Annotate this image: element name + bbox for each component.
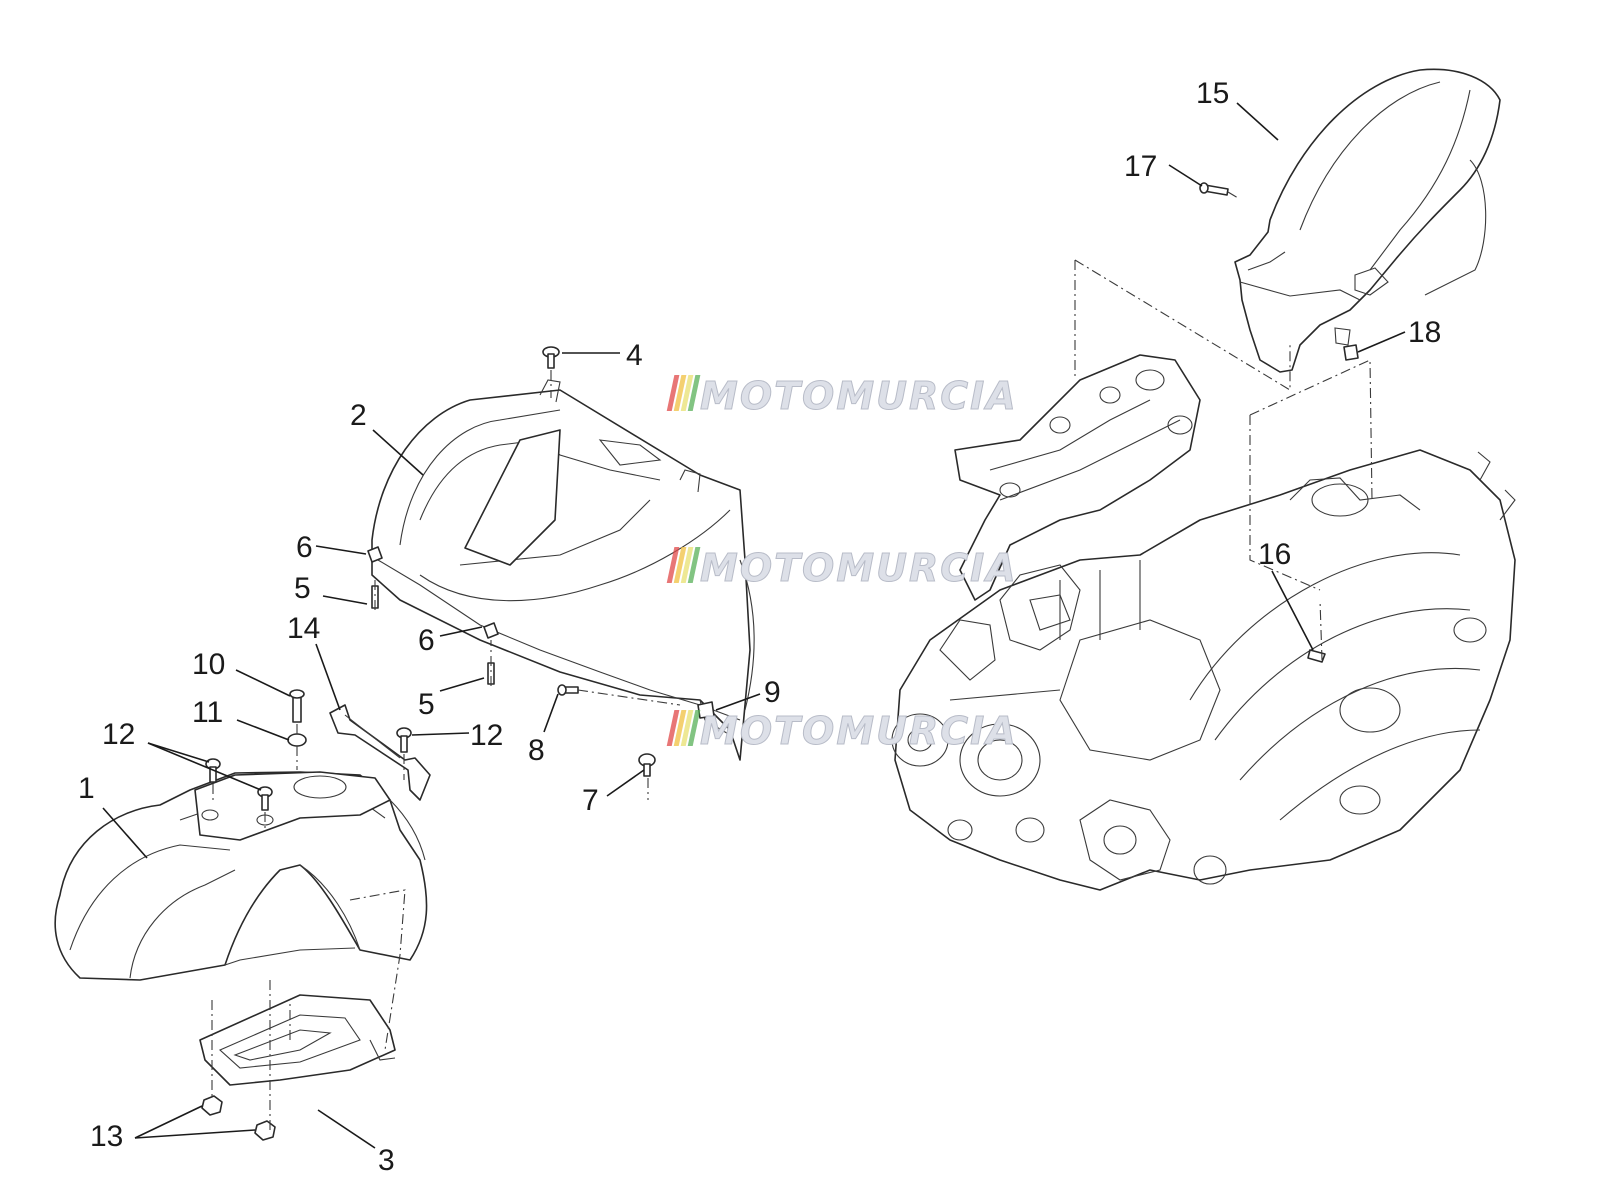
part-15-rear-mudguard <box>1234 68 1501 373</box>
callout-labels: 1 2 3 4 5 5 6 6 7 8 9 10 11 12 12 13 14 … <box>78 77 1441 1177</box>
part-4-screw <box>542 346 560 369</box>
part-2-inner-panel <box>371 379 755 761</box>
callout-13: 13 <box>90 1120 123 1153</box>
callout-15: 15 <box>1196 77 1229 110</box>
callout-16: 16 <box>1258 538 1291 571</box>
callout-14: 14 <box>287 612 320 645</box>
part-11-washer <box>287 733 307 747</box>
watermark-stripe <box>673 710 687 746</box>
callout-6-lower: 6 <box>418 624 435 657</box>
fasteners <box>201 182 1359 1141</box>
part-16-screw <box>1307 649 1326 663</box>
part-3-bottom-plate <box>199 994 396 1086</box>
watermark-stripe <box>666 375 680 411</box>
watermark-text: MOTOMURCIA <box>700 546 1018 590</box>
watermark-stripe <box>680 710 694 746</box>
callout-5-lower: 5 <box>418 688 435 721</box>
watermark-stripe <box>666 547 680 583</box>
callout-12-right: 12 <box>470 719 503 752</box>
watermark-stripe <box>687 547 701 583</box>
callout-17: 17 <box>1124 150 1157 183</box>
watermark-stripe <box>687 375 701 411</box>
leader-lines <box>102 102 1406 1149</box>
callout-11: 11 <box>192 696 223 729</box>
watermark-stripe <box>680 547 694 583</box>
part-12-screw-right <box>396 727 412 753</box>
watermark-bottom: MOTOMURCIA <box>666 709 1018 754</box>
callout-3: 3 <box>378 1144 395 1177</box>
callout-5-upper: 5 <box>294 572 311 605</box>
part-6-clip-upper <box>367 546 383 563</box>
watermark-middle: MOTOMURCIA <box>666 546 1018 591</box>
callout-9: 9 <box>764 676 781 709</box>
assembly-guide-lines <box>211 191 1373 1130</box>
callout-6-upper: 6 <box>296 531 313 564</box>
watermark-stripe <box>673 547 687 583</box>
part-12-screw-middle <box>257 786 273 811</box>
watermark-text: MOTOMURCIA <box>700 709 1018 753</box>
callout-18: 18 <box>1408 316 1441 349</box>
part-14-bracket <box>329 704 431 801</box>
engine-frame-bracket <box>954 354 1201 601</box>
part-7-screw <box>638 753 656 777</box>
callout-4: 4 <box>626 339 643 372</box>
part-13-nut-lower <box>254 1120 276 1141</box>
callout-12-left: 12 <box>102 718 135 751</box>
part-1-front-mudguard <box>54 771 428 981</box>
engine-assembly <box>891 449 1516 891</box>
callout-7: 7 <box>582 784 599 817</box>
watermark-text: MOTOMURCIA <box>700 374 1018 418</box>
part-5-screw-lower <box>487 662 495 685</box>
callout-8: 8 <box>528 734 545 767</box>
part-13-nut-upper <box>201 1095 223 1116</box>
watermark-top: MOTOMURCIA <box>666 374 1018 419</box>
watermark-stripe <box>666 710 680 746</box>
watermark-stripe <box>687 710 701 746</box>
part-18-clip <box>1343 344 1359 361</box>
part-5-screw-upper <box>371 585 379 609</box>
callout-1: 1 <box>78 772 95 805</box>
part-6-clip-lower <box>483 622 499 639</box>
watermark-stripe <box>680 375 694 411</box>
callout-10: 10 <box>192 648 225 681</box>
callout-2: 2 <box>350 399 367 432</box>
watermark-stripe <box>673 375 687 411</box>
